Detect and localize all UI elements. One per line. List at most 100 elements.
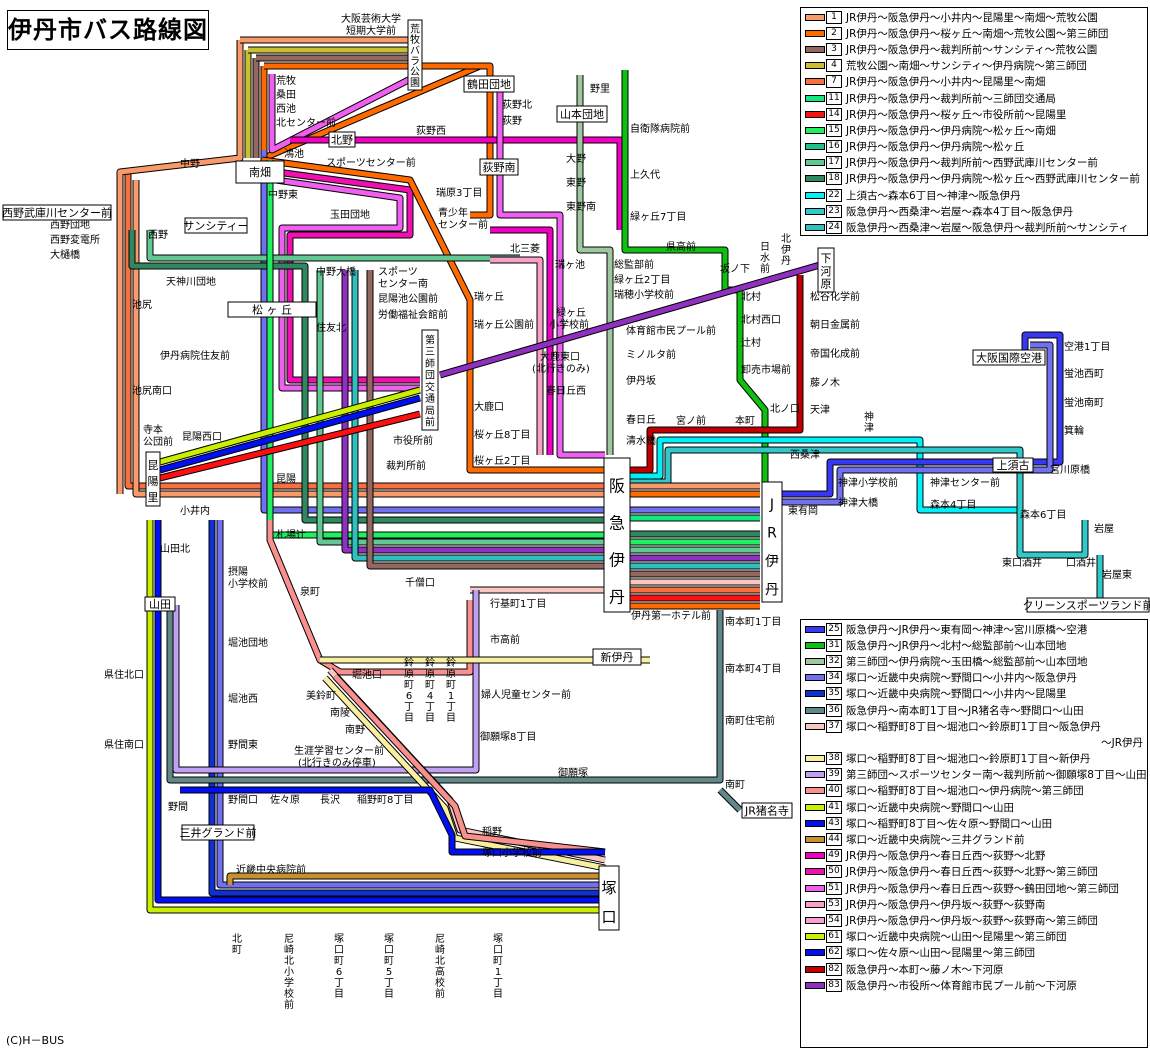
stop-label-vertical-char: 丹 — [781, 255, 791, 267]
stop-label: 南陵 — [330, 706, 350, 719]
route-number: 31 — [826, 638, 842, 652]
route-49-east — [490, 227, 553, 455]
route-number: 23 — [826, 204, 842, 218]
terminal-airport: 大阪国際空港 — [972, 349, 1046, 366]
stop-label-vertical-char: 町 — [384, 956, 394, 967]
stop-label: 神津小学校前 — [838, 476, 898, 489]
stop-label: 蛍池南町 — [1064, 396, 1104, 409]
stop-label: 御願塚 — [558, 766, 588, 779]
route-description: JR伊丹～阪急伊丹～小井内～昆陽里～南畑～荒牧公園 — [846, 11, 1098, 24]
route-number: 49 — [826, 849, 842, 863]
stop-label-vertical-char: 原 — [446, 668, 456, 680]
stop-label-vertical-char: 尼 — [284, 933, 294, 945]
route-color-swatch — [805, 126, 825, 134]
stop-label: 岩屋東 — [1102, 568, 1132, 581]
terminal-tsukaguchi: 塚口 — [598, 865, 620, 931]
route-color-swatch — [805, 755, 825, 763]
stop-label: 空港1丁目 — [1064, 340, 1110, 353]
stop-label: 札場辻 — [276, 528, 306, 541]
stop-label-vertical-char: 前 — [284, 998, 294, 1011]
stop-label: 藤ノ木 — [810, 377, 840, 389]
route-color-swatch — [805, 787, 825, 795]
stop-label: 箕輪 — [1064, 424, 1084, 437]
route-number: 22 — [826, 188, 842, 202]
terminal-label-char: 園 — [410, 77, 420, 89]
stop-label-vertical-char: 北 — [435, 955, 445, 967]
route-description: JR伊丹～阪急伊丹～裁判所前～西野武庫川センター前 — [846, 157, 1098, 170]
stop-label: 摂陽 — [228, 565, 248, 578]
route-36-south-outline — [166, 605, 724, 784]
route-description: 塚口～稲野町8丁目～佐々原～野間口～山田 — [846, 817, 1053, 830]
stop-label: 帝国化成前 — [810, 347, 860, 360]
stop-label-vertical-char: 町 — [446, 680, 456, 691]
terminal-label: 三井グランド前 — [180, 826, 257, 840]
route-color-swatch — [805, 224, 825, 232]
route-color-swatch — [805, 965, 825, 973]
stop-label-vertical-char: 日 — [760, 242, 770, 253]
stop-label-vertical-char: 目 — [493, 989, 503, 1000]
stop-label-vertical-char: 丁 — [404, 702, 414, 713]
stop-label: 桑田 — [276, 89, 296, 101]
terminal-box — [235, 160, 285, 184]
terminal-box — [598, 865, 620, 931]
route-description: 第三師団～伊丹病院～玉田橋～総監部前～山本団地 — [846, 655, 1088, 668]
route-color-swatch — [805, 641, 825, 649]
terminal-label-char: バ — [410, 45, 420, 57]
terminal-label: 南畑 — [249, 166, 271, 179]
terminal-kitano: 北野 — [328, 131, 356, 148]
route-number: 38 — [826, 752, 842, 766]
stop-label: 瑞ヶ丘公園前 — [474, 318, 534, 331]
route-color-swatch — [805, 819, 825, 827]
stop-label: 荻野北 — [502, 99, 532, 111]
route-number: 53 — [826, 897, 842, 911]
stop-label: 堀池団地 — [228, 636, 268, 649]
route-number: 36 — [826, 703, 842, 717]
stop-label: 北三菱 — [510, 243, 540, 255]
stop-label: 北村 — [741, 290, 761, 303]
route-description: 第三師団～スポーツセンター南～裁判所前～御願塚8丁目～山田 — [846, 769, 1147, 782]
stop-label-vertical-char: 学 — [284, 976, 294, 989]
terminal-box — [181, 824, 255, 841]
stop-label: 行基町1丁目 — [490, 597, 546, 610]
terminal-box — [2, 204, 112, 221]
stop-label: 蛍池西町 — [1064, 367, 1104, 380]
stop-label-vertical-char: 目 — [384, 989, 394, 1000]
route-83-south — [342, 270, 605, 553]
stop-label-vertical-char: 5 — [386, 967, 392, 978]
route-number: 14 — [826, 107, 842, 121]
terminal-label: 西野武庫川センター前 — [2, 206, 112, 220]
stop-label: 緑ヶ丘7丁目 — [630, 210, 686, 223]
stop-label: 荻野西 — [416, 125, 446, 137]
stop-label: 野里 — [590, 83, 610, 95]
route-color-swatch — [805, 13, 825, 21]
route-36-south — [167, 605, 723, 783]
stop-label: 卸売市場前 — [741, 363, 791, 376]
stop-label: スポーツ — [378, 266, 418, 278]
stop-label: 大鹿口 — [474, 400, 504, 413]
stop-label: 緑ヶ丘2丁目 — [614, 273, 670, 286]
stop-label: 神津大橋 — [838, 496, 878, 509]
terminal-box — [227, 301, 317, 318]
terminal-matsugaoka: 松 ヶ 丘 — [227, 301, 317, 318]
stop-label: 辻村 — [741, 336, 761, 349]
route-1-line — [133, 180, 605, 497]
stop-label-vertical-char: 丁 — [334, 978, 344, 989]
route-description: JR伊丹～阪急伊丹～春日丘西～荻野～北野 — [846, 850, 1046, 863]
legend-item: 49 JR伊丹～阪急伊丹～春日丘西～荻野～北野 — [801, 848, 1147, 864]
terminal-yamada: 山田 — [144, 596, 176, 612]
route-number: 24 — [826, 221, 842, 235]
